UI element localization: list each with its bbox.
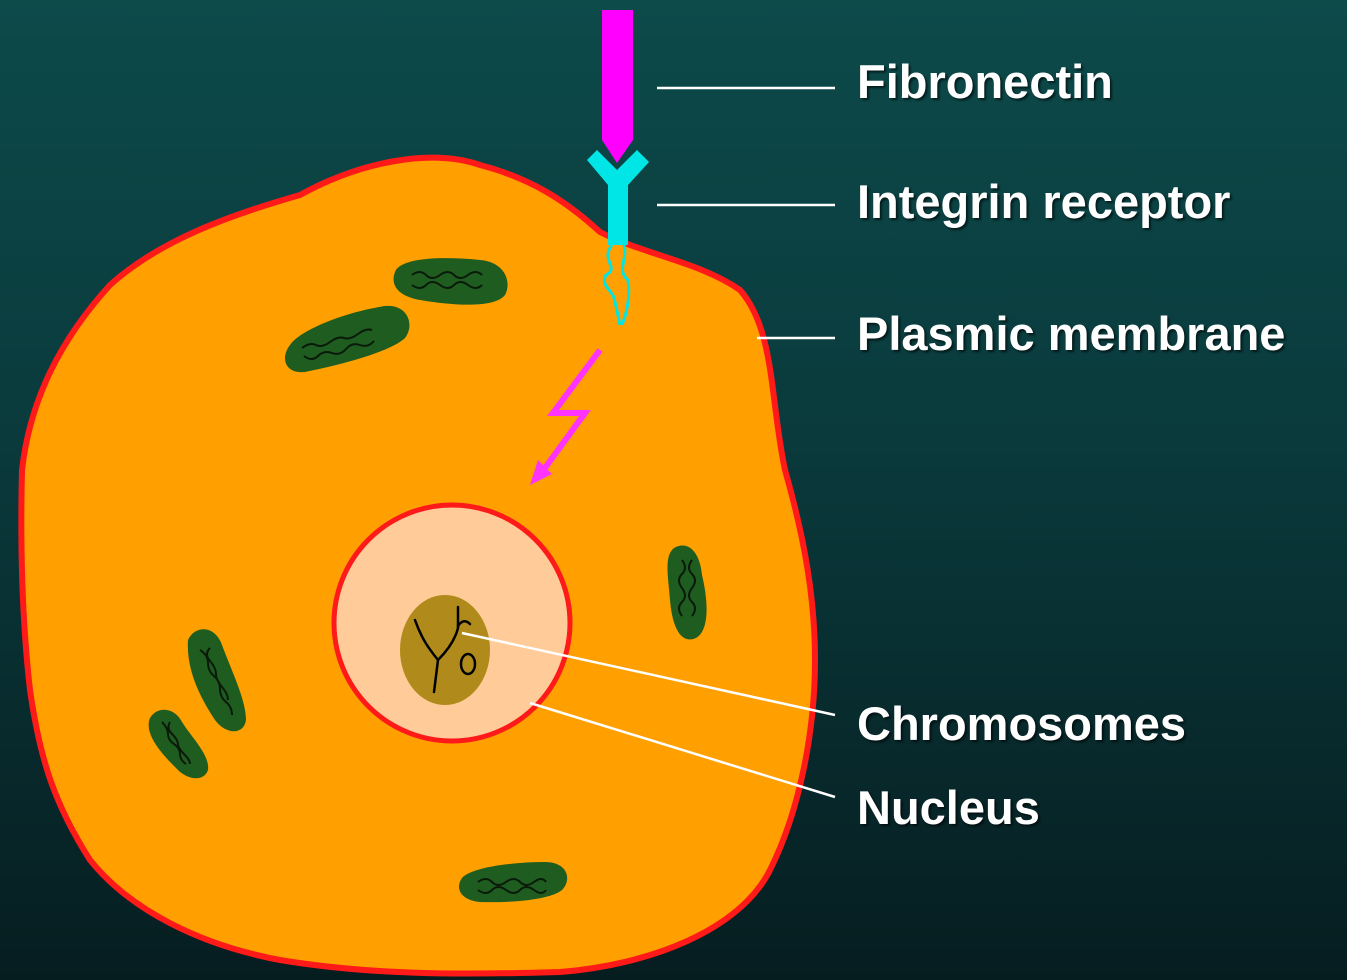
label-plasmic-membrane: Plasmic membrane — [857, 310, 1285, 357]
nucleolus-shape — [400, 595, 490, 705]
fibronectin-shape — [602, 10, 633, 163]
label-integrin-receptor: Integrin receptor — [857, 178, 1230, 225]
label-nucleus: Nucleus — [857, 784, 1040, 831]
label-fibronectin: Fibronectin — [857, 58, 1113, 105]
label-chromosomes: Chromosomes — [857, 700, 1186, 747]
